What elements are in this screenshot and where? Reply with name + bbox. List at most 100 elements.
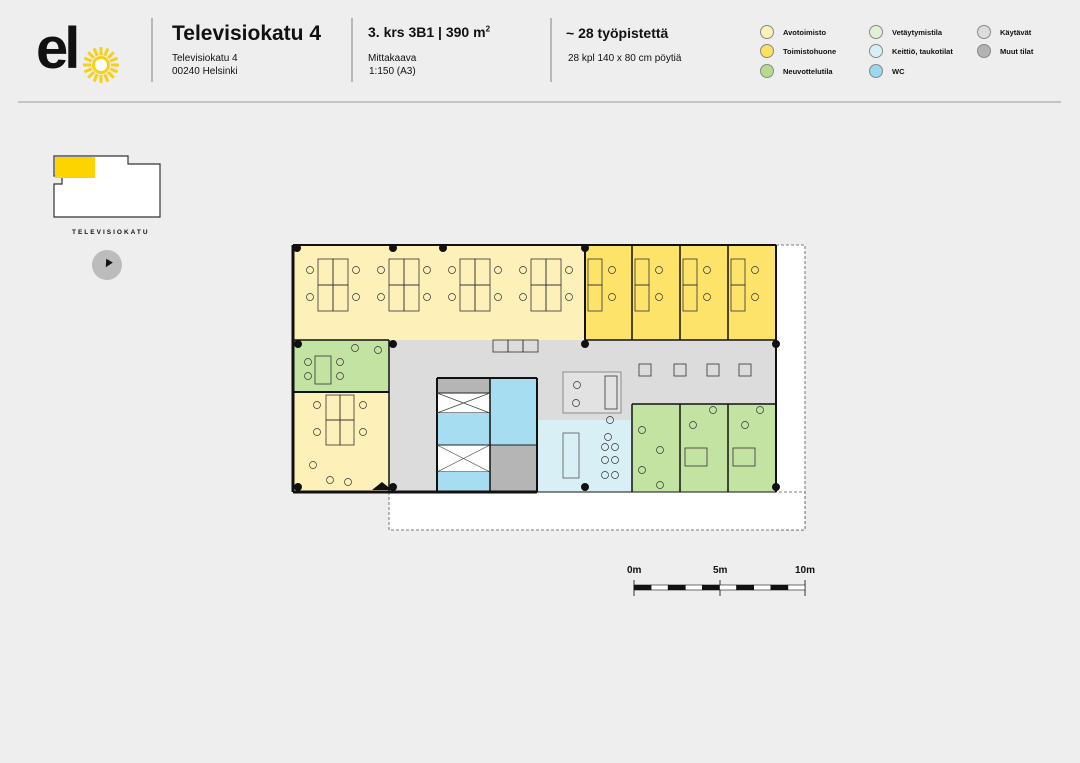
scale-segment: [667, 584, 686, 591]
swatch-kaytavat: [977, 25, 991, 39]
chair: [606, 416, 614, 424]
logo-text: el: [36, 16, 80, 81]
divider: [351, 18, 353, 82]
column: [439, 244, 447, 252]
address: Televisiokatu 4 00240 Helsinki: [172, 52, 238, 78]
chair: [608, 293, 616, 301]
keyplan-highlight: [55, 157, 95, 178]
legend-label: Avotoimisto: [783, 27, 827, 37]
chair: [313, 428, 321, 436]
scale-segment: [650, 584, 669, 591]
scale-segment: [719, 584, 737, 591]
desk: [706, 363, 720, 377]
legend-item: Vetäytymistila: [869, 25, 942, 39]
chair: [601, 456, 609, 464]
legend-label: Neuvottelutila: [783, 66, 833, 76]
legend-label: WC: [892, 66, 905, 76]
chair: [573, 381, 581, 389]
chair: [423, 266, 431, 274]
chair: [309, 461, 317, 469]
scale-value: 1:150 (A3): [369, 66, 416, 77]
chair: [359, 401, 367, 409]
scale-segment: [787, 584, 806, 591]
chair: [655, 266, 663, 274]
chair: [655, 293, 663, 301]
entrance-area: [388, 491, 806, 531]
desks-info: 28 kpl 140 x 80 cm pöytiä: [568, 53, 682, 64]
chair: [611, 471, 619, 479]
chair: [377, 266, 385, 274]
desk: [314, 355, 332, 385]
chair: [565, 266, 573, 274]
legend-item: Keittiö, taukotilat: [869, 44, 953, 58]
chair: [494, 266, 502, 274]
desk: [522, 339, 539, 353]
scale-segment: [770, 584, 789, 591]
floor-info-text: 3. krs 3B1 | 390 m: [368, 24, 486, 40]
chair: [601, 443, 609, 451]
legend-label: Vetäytymistila: [892, 27, 943, 37]
legend-label: Käytävät: [1000, 27, 1032, 37]
chair: [601, 471, 609, 479]
kitchen-island: [562, 432, 580, 479]
desk: [332, 284, 349, 312]
desk: [673, 363, 687, 377]
chair: [351, 344, 359, 352]
workstations: ~ 28 työpistettä: [566, 25, 669, 41]
address-line2: 00240 Helsinki: [172, 66, 238, 77]
legend-item: Toimistohuone: [760, 44, 836, 58]
chair: [377, 293, 385, 301]
swatch-keittio: [869, 44, 883, 58]
column: [389, 340, 397, 348]
room-open-office-left: [293, 392, 389, 492]
room-open-office: [293, 245, 585, 340]
scale-segment: [633, 584, 652, 591]
scale-segment: [753, 584, 772, 591]
entrance-arrow-icon: [372, 482, 392, 490]
column: [389, 483, 397, 491]
legend-item: Muut tilat: [977, 44, 1033, 58]
column: [293, 244, 301, 252]
desk: [730, 284, 746, 312]
scale-segment: [684, 584, 703, 591]
chair: [608, 266, 616, 274]
legend-label: Toimistohuone: [783, 46, 837, 56]
chair: [756, 406, 764, 414]
room-other: [489, 444, 538, 493]
chair: [611, 456, 619, 464]
chair: [359, 428, 367, 436]
divider: [151, 18, 153, 82]
chair: [313, 401, 321, 409]
chair: [751, 266, 759, 274]
room-wc: [490, 378, 537, 445]
desk: [545, 284, 562, 312]
desk: [738, 363, 752, 377]
chair: [638, 466, 646, 474]
desk: [682, 284, 698, 312]
scale-label-5: 5m: [713, 565, 728, 576]
lounge: [562, 371, 622, 414]
column: [581, 244, 589, 252]
chair: [751, 293, 759, 301]
scale-segment: [736, 584, 754, 591]
column: [294, 483, 302, 491]
chair: [306, 293, 314, 301]
legend-item: Neuvottelutila: [760, 64, 833, 78]
swatch-avotoimisto: [760, 25, 774, 39]
column: [581, 483, 589, 491]
scale-info: Mittakaava 1:150 (A3): [368, 52, 416, 78]
chair: [448, 293, 456, 301]
chair: [352, 293, 360, 301]
room-meeting-left: [293, 340, 389, 392]
chair: [709, 406, 717, 414]
swatch-vetaytymistila: [869, 25, 883, 39]
chair: [448, 266, 456, 274]
swatch-muut-tilat: [977, 44, 991, 58]
room-wc: [437, 472, 490, 492]
header-divider: [18, 101, 1061, 103]
chair: [352, 266, 360, 274]
chair: [304, 372, 312, 380]
legend-label: Keittiö, taukotilat: [892, 46, 953, 56]
room-other: [437, 378, 490, 393]
